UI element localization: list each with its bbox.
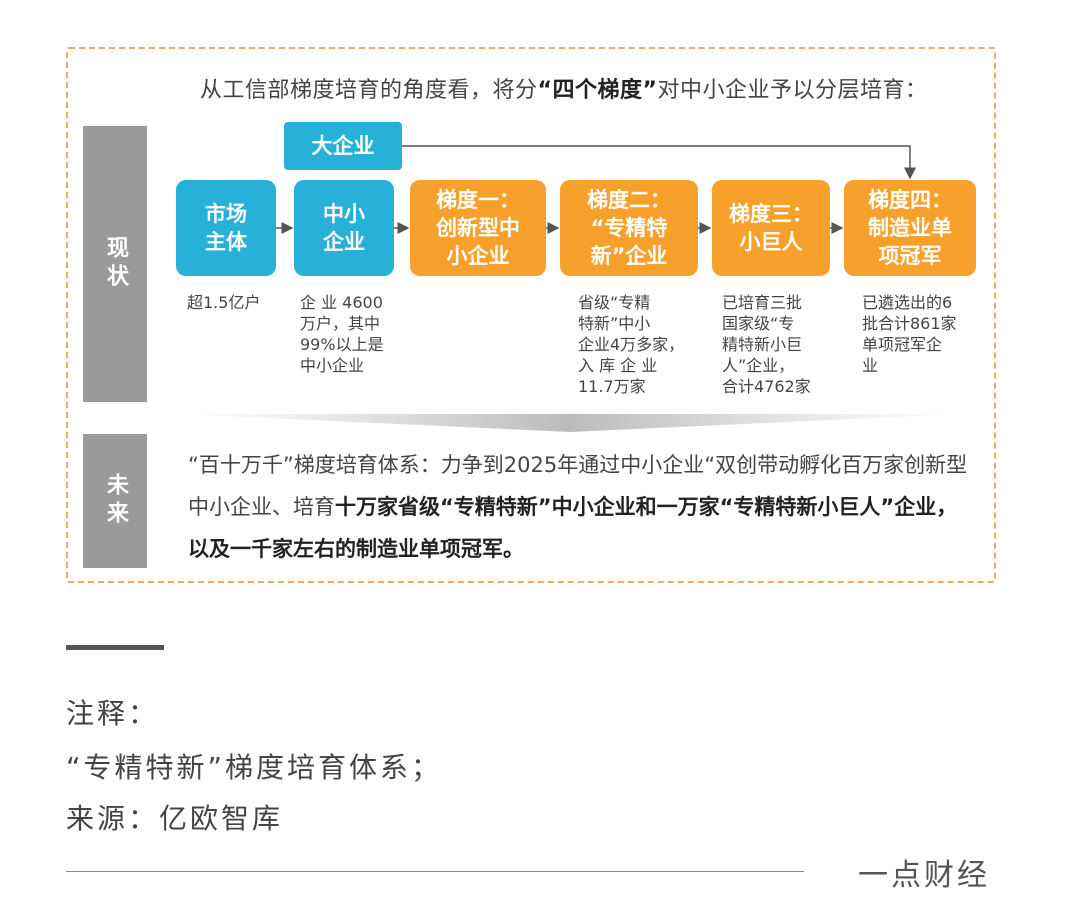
desc-tier2: 省级“专精 特新”中小 企业4万多家， 入 库 企 业 11.7万家 (578, 293, 685, 396)
diagram-frame (66, 47, 996, 583)
future-text-bold: 十万家省级“专精特新”中小企业和一万家“专精特新小巨人”企业，以及一千家左右的制… (188, 495, 958, 561)
future-paragraph: “百十万千”梯度培育体系：力争到2025年通过中小企业“双创带动孵化百万家创新型… (188, 444, 978, 570)
node-big-enterprise: 大企业 (284, 122, 402, 170)
short-divider (66, 645, 164, 650)
node-market-entities: 市场 主体 (176, 180, 276, 276)
intro-sentence: 从工信部梯度培育的角度看，将分“四个梯度”对中小企业予以分层培育： (200, 72, 980, 104)
side-label-future: 未来 (83, 434, 147, 568)
intro-text-after: 对中小企业予以分层培育： (657, 78, 928, 103)
brand-signature: 一点财经 (858, 858, 990, 893)
node-tier1: 梯度一： 创新型中 小企业 (410, 180, 546, 276)
side-label-current: 现状 (83, 126, 147, 402)
desc-sme: 企 业 4600 万户，其中 99%以上是 中小企业 (300, 293, 384, 375)
note-source: 来源：亿欧智库 (66, 802, 284, 835)
big-enterprise-to-tier4-arrow (402, 145, 916, 180)
node-tier4: 梯度四： 制造业单 项冠军 (844, 180, 976, 276)
intro-text-before: 从工信部梯度培育的角度看，将分 (200, 78, 538, 103)
note-title: 注释： (66, 697, 160, 730)
intro-emphasis: “四个梯度” (537, 78, 658, 103)
desc-tier3: 已培育三批 国家级“专 精特新小巨 人”企业， 合计4762家 (722, 293, 811, 396)
note-item: “专精特新”梯度培育体系； (66, 751, 443, 784)
long-divider (66, 871, 804, 872)
future-text-normal: “百十万千”梯度培育体系：力争到2025年通过中小企业“双创带动孵化百万家创新型… (188, 453, 968, 519)
desc-market-entities: 超1.5亿户 (187, 293, 261, 312)
transition-shadow (180, 414, 960, 432)
desc-tier4: 已遴选出的6 批合计861家 单项冠军企 业 (862, 293, 957, 375)
node-tier3: 梯度三： 小巨人 (712, 180, 830, 276)
node-tier2: 梯度二： “专精特 新”企业 (560, 180, 698, 276)
node-sme: 中小 企业 (294, 180, 394, 276)
